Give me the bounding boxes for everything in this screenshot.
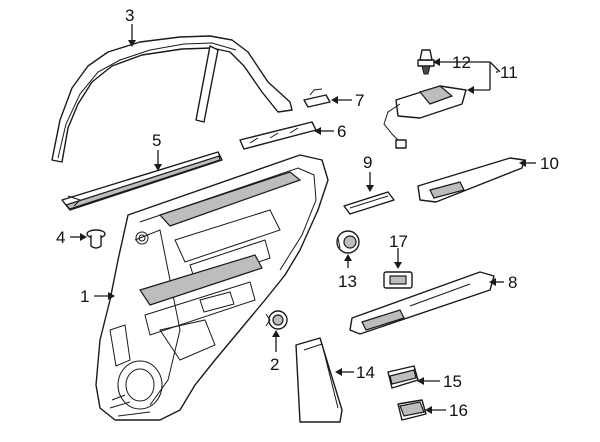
part-1-door-trim-panel [95,154,329,421]
callout-lines [70,24,536,414]
part-15-pad [387,365,419,389]
callout-16: 16 [449,401,468,420]
part-11-window-switch [383,85,467,149]
part-3-window-channel [51,35,293,163]
part-9-bezel [343,191,395,215]
part-12-connector [417,49,435,75]
part-16-bumper [397,399,427,421]
part-17-switch [383,271,413,289]
callout-4: 4 [56,228,65,247]
part-8-armrest [349,271,495,335]
part-10-pull-handle-trim [417,157,525,203]
callout-11: 11 [500,63,518,82]
callout-14: 14 [356,363,375,382]
callout-13: 13 [338,272,357,291]
callout-15: 15 [443,372,462,391]
callout-6: 6 [337,122,346,141]
callout-5: 5 [152,131,161,150]
part-13-cap [336,230,360,254]
callout-9: 9 [363,153,372,172]
callout-17: 17 [389,232,408,251]
callout-10: 10 [540,154,559,173]
callout-2: 2 [270,355,279,374]
part-2-push-clip [265,310,288,330]
callout-3: 3 [125,6,134,25]
callout-8: 8 [508,273,517,292]
part-14-corner-cover [295,337,343,423]
callout-1: 1 [80,287,89,306]
part-7-clip [303,88,331,108]
part-6-trim-strip [239,121,317,150]
callout-7: 7 [355,91,364,110]
part-5-belt-molding [61,151,223,211]
callout-12: 12 [452,53,471,72]
part-4-screw [86,229,106,249]
